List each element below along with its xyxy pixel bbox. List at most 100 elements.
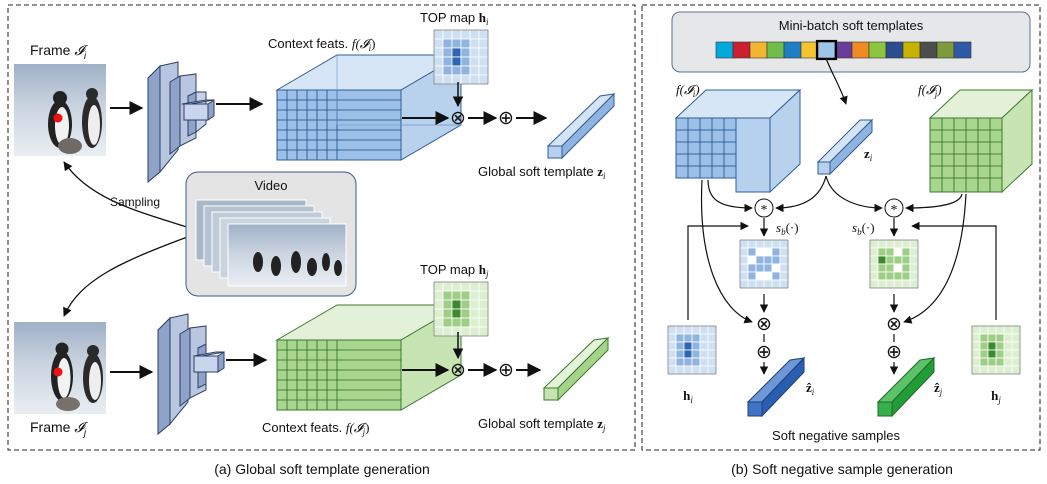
response-map-left-cell bbox=[779, 255, 789, 265]
h-map-i-cell bbox=[667, 357, 677, 367]
minibatch-swatch bbox=[868, 41, 887, 59]
response-map-right-cell bbox=[869, 255, 879, 265]
response-map-right-cell bbox=[877, 271, 887, 281]
top-map-j-frame bbox=[433, 281, 489, 337]
response-map-left-cell bbox=[747, 271, 757, 281]
h-map-j-cell bbox=[979, 357, 989, 367]
sum-op-left: ⊕ bbox=[756, 342, 772, 363]
h-map-j-cell bbox=[971, 325, 981, 335]
top-map-i-cell bbox=[469, 38, 480, 49]
h-map-j-cell bbox=[987, 365, 997, 375]
minibatch-swatch bbox=[919, 41, 938, 59]
h-map-j-cell bbox=[1003, 357, 1013, 367]
arrow-fi-to-star-left bbox=[707, 179, 753, 213]
h-map-i-cell bbox=[699, 365, 709, 375]
h-map-j-cell bbox=[987, 341, 997, 351]
response-map-right-cell bbox=[909, 247, 919, 257]
response-map-right-cell bbox=[909, 279, 919, 289]
response-map-left-cell bbox=[739, 247, 749, 257]
h-map-j-cell bbox=[971, 357, 981, 367]
soft-negatives-label: Soft negative samples bbox=[772, 428, 900, 443]
arrow-hj-feedback bbox=[911, 221, 997, 320]
global-template-bar-i bbox=[546, 92, 616, 160]
minibatch-swatch bbox=[800, 41, 819, 59]
sampling-arrow-down bbox=[63, 235, 191, 317]
top-map-j-cell bbox=[469, 281, 480, 292]
multiply-op-left: ⊗ bbox=[756, 314, 772, 335]
h-map-j-cell bbox=[995, 365, 1005, 375]
h-map-j-cell bbox=[971, 333, 981, 343]
top-map-j-cell bbox=[442, 299, 453, 310]
top-map-i-cell bbox=[442, 38, 453, 49]
response-map-right-cell bbox=[885, 255, 895, 265]
response-map-left-cell bbox=[771, 271, 781, 281]
h-map-i-cell bbox=[707, 333, 717, 343]
response-map-left-cell bbox=[755, 255, 765, 265]
template-bar-zi bbox=[816, 118, 874, 176]
h-map-j-frame bbox=[971, 325, 1021, 375]
h-map-i-cell bbox=[691, 349, 701, 359]
response-map-left-cell bbox=[763, 263, 773, 273]
top-map-j-cell bbox=[478, 317, 489, 328]
h-map-i-cell bbox=[691, 357, 701, 367]
h-map-i-cell bbox=[691, 333, 701, 343]
arrow-hi-feedback bbox=[687, 221, 749, 320]
response-map-right-cell bbox=[885, 263, 895, 273]
h-map-j-cell bbox=[1003, 349, 1013, 359]
minibatch-swatch bbox=[783, 41, 802, 59]
frame-j-target-dot bbox=[53, 367, 63, 377]
h-map-j-cell bbox=[987, 333, 997, 343]
h-map-i-cell bbox=[683, 357, 693, 367]
top-map-i-cell bbox=[460, 74, 471, 85]
h-map-i-cell bbox=[707, 325, 717, 335]
response-map-right-cell bbox=[885, 239, 895, 249]
sum-op-i: ⊕ bbox=[498, 108, 514, 129]
frame-j-label: Frame 𝓘j bbox=[30, 419, 88, 439]
frame-i-target-dot bbox=[53, 113, 63, 123]
minibatch-swatch-row bbox=[715, 39, 972, 61]
video-frame-stack bbox=[195, 199, 347, 287]
top-map-i-cell bbox=[469, 47, 480, 58]
top-map-j-cell bbox=[460, 281, 471, 292]
h-map-i-cell bbox=[683, 365, 693, 375]
h-map-j-cell bbox=[979, 341, 989, 351]
response-map-right-cell bbox=[893, 247, 903, 257]
multiply-op-j: ⊗ bbox=[450, 360, 466, 381]
top-map-j-cell bbox=[460, 308, 471, 319]
context-features-j-label: Context feats. f(𝓘j) bbox=[262, 420, 369, 437]
sb-left-label: sb(·) bbox=[776, 220, 799, 237]
response-map-left-cell bbox=[755, 239, 765, 249]
response-map-left-cell bbox=[755, 271, 765, 281]
h-map-j-cell bbox=[995, 333, 1005, 343]
response-map-left-cell bbox=[771, 263, 781, 273]
top-map-i-cell bbox=[433, 74, 444, 85]
top-map-j-cell bbox=[469, 317, 480, 328]
top-map-i-cell bbox=[478, 38, 489, 49]
response-map-right-cell bbox=[893, 239, 903, 249]
response-map-left-cell bbox=[739, 279, 749, 289]
minibatch-title: Mini-batch soft templates bbox=[779, 18, 924, 33]
response-map-right-cell bbox=[877, 279, 887, 289]
h-map-j-cell bbox=[971, 349, 981, 359]
h-map-j-cell bbox=[995, 349, 1005, 359]
top-map-i-cell bbox=[469, 74, 480, 85]
h-map-i-cell bbox=[699, 333, 709, 343]
top-map-j-cell bbox=[469, 308, 480, 319]
correlation-op-left bbox=[754, 198, 774, 218]
h-map-j-cell bbox=[1011, 357, 1021, 367]
response-map-right-cell bbox=[869, 247, 879, 257]
response-map-left-cell bbox=[739, 239, 749, 249]
top-map-i-cell bbox=[442, 56, 453, 67]
response-map-right-cell bbox=[885, 271, 895, 281]
arrow-zi-to-star-left bbox=[775, 175, 827, 213]
soft-negative-bar-j bbox=[876, 356, 936, 418]
top-map-j-cell bbox=[478, 299, 489, 310]
top-map-i-cell bbox=[433, 47, 444, 58]
top-map-i-cell bbox=[460, 47, 471, 58]
h-map-j-cell bbox=[1011, 349, 1021, 359]
top-map-i-cell bbox=[460, 65, 471, 76]
top-map-i-cell bbox=[469, 65, 480, 76]
hj-label: hj bbox=[991, 388, 1001, 405]
top-map-j-cell bbox=[478, 326, 489, 337]
response-map-left-cell bbox=[779, 279, 789, 289]
